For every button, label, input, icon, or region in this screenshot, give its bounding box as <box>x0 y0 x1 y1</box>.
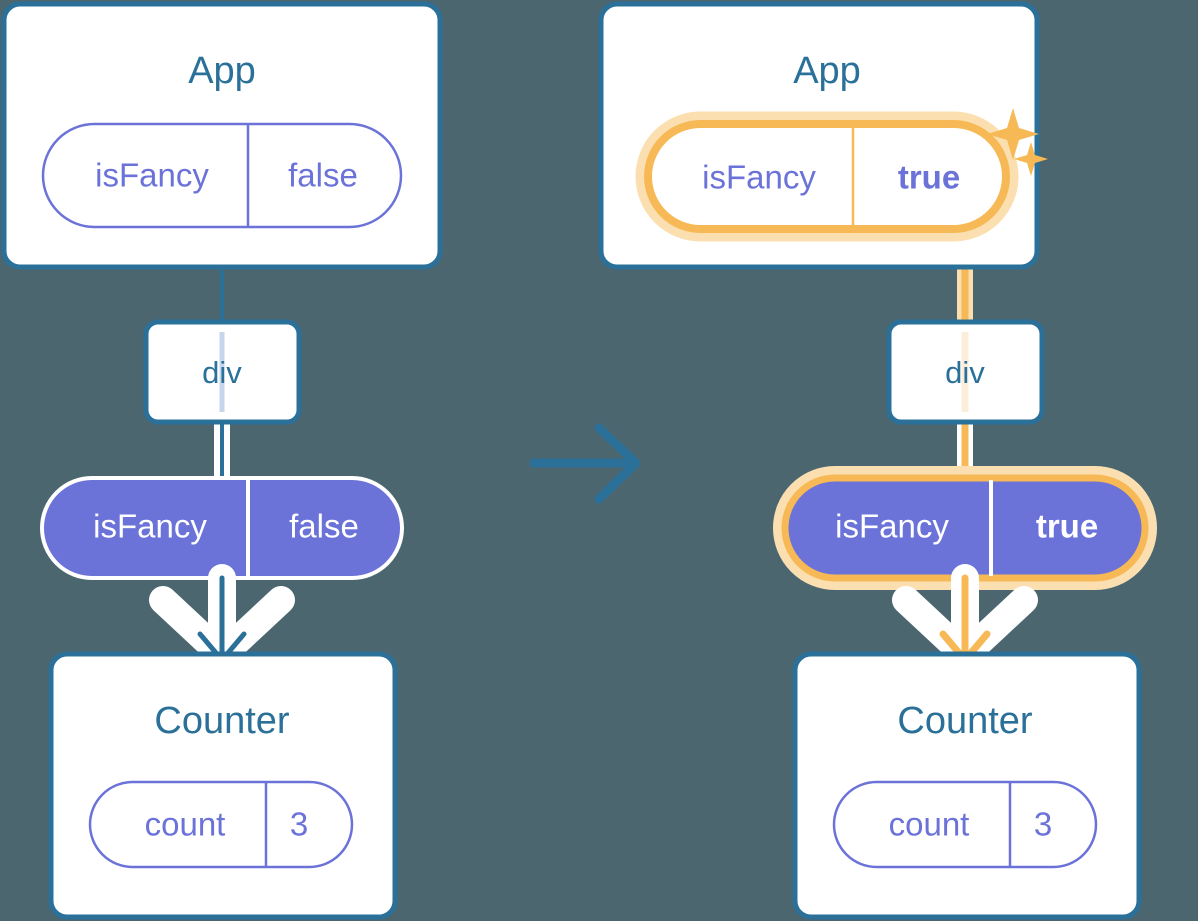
sparkles-icon <box>987 108 1048 176</box>
div-node: div <box>886 319 1045 425</box>
counter-state-pill-value: 3 <box>290 806 308 843</box>
div-label: div <box>202 355 242 390</box>
counter-state-pill: count 3 <box>832 780 1098 869</box>
prop-pill-value: false <box>289 508 359 545</box>
counter-title: Counter <box>897 700 1033 742</box>
prop-pill: isFancy false <box>40 476 404 580</box>
prop-pill-key: isFancy <box>93 508 207 545</box>
counter-state-pill-key: count <box>145 806 226 843</box>
app-state-pill-body <box>644 120 1010 233</box>
counter-title: Counter <box>154 700 290 742</box>
app-state-pill-body <box>41 122 403 229</box>
app-state-pill: isFancy true <box>635 111 1019 242</box>
panel-before-graphics: App isFancy false div isFancy false <box>1 1 443 920</box>
prop-pill-key: isFancy <box>835 508 949 545</box>
app-state-pill: isFancy false <box>41 122 403 229</box>
panel-after-graphics: App isFancy true div <box>598 1 1157 920</box>
right-arrow-icon <box>529 423 641 504</box>
counter-state-pill-value: 3 <box>1034 806 1052 843</box>
counter-state-pill-body <box>832 780 1098 869</box>
counter-state-pill-body <box>88 780 354 869</box>
app-state-pill-key: isFancy <box>702 159 816 196</box>
app-title: App <box>188 50 256 92</box>
app-title: App <box>793 50 861 92</box>
prop-pill-value: true <box>1036 508 1098 545</box>
sparkle-small-icon <box>1014 142 1048 176</box>
app-state-pill-key: isFancy <box>95 157 209 194</box>
panel-after: App isFancy true div <box>598 0 1198 921</box>
div-label: div <box>945 355 985 390</box>
sparkle-large-icon <box>987 108 1039 160</box>
counter-state-pill: count 3 <box>88 780 354 869</box>
div-node: div <box>143 319 302 425</box>
app-state-pill-value: true <box>898 159 960 196</box>
panel-before: App isFancy false div isFancy false <box>1 1 443 920</box>
counter-state-pill-key: count <box>889 806 970 843</box>
app-state-pill-value: false <box>288 157 358 194</box>
transition-arrow-container <box>529 423 641 504</box>
prop-pill: isFancy true <box>773 466 1157 590</box>
